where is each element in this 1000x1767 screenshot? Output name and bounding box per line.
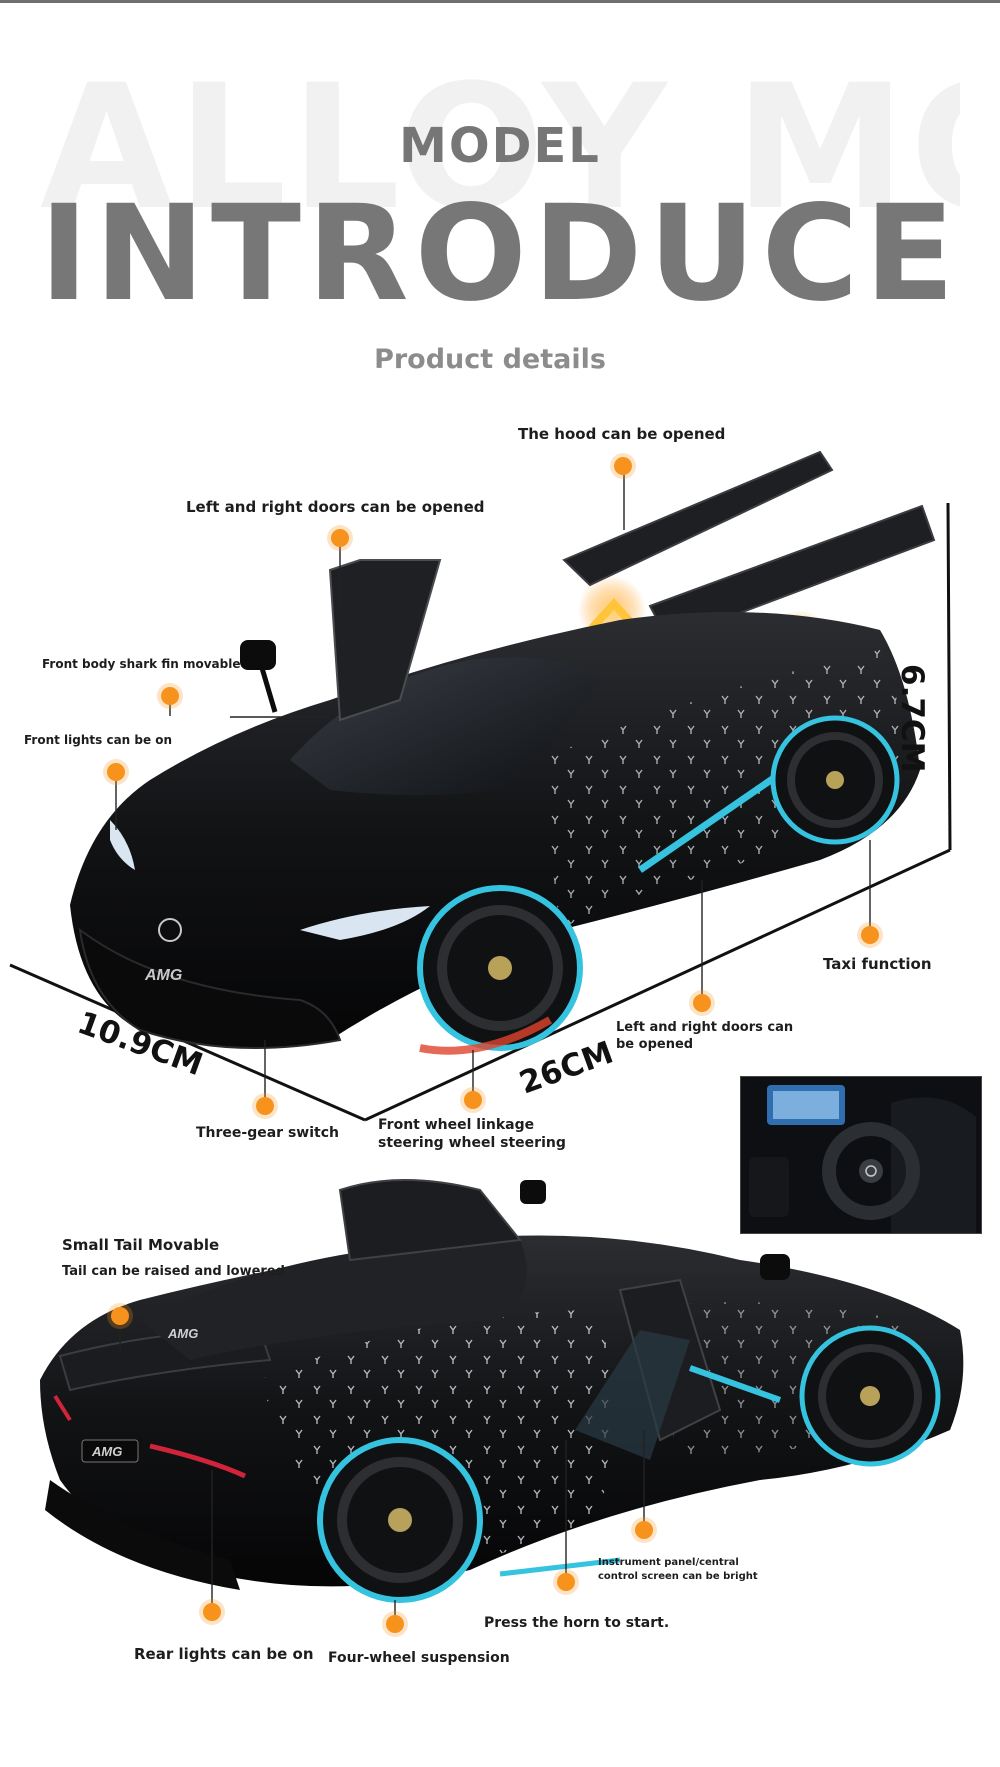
callout-lines <box>115 466 871 1106</box>
callout-dot-instrument <box>635 1521 653 1539</box>
callout-dot-hood <box>614 457 632 475</box>
label-front-wheel: Front wheel linkage steering wheel steer… <box>378 1117 566 1152</box>
svg-text:AMG: AMG <box>144 967 182 984</box>
page-kicker: MODEL <box>399 118 601 174</box>
label-doors-side: Left and right doors can be opened <box>616 1020 794 1052</box>
label-three-gear: Three-gear switch <box>196 1125 339 1141</box>
callout-dot-front-lights <box>107 763 125 781</box>
label-doors-top: Left and right doors can be opened <box>186 498 485 516</box>
callout-dot-horn <box>557 1573 575 1591</box>
label-shark-fin: Front body shark fin movable <box>42 657 241 671</box>
label-suspension: Four-wheel suspension <box>328 1650 510 1666</box>
callout-dot-rear-lights <box>203 1603 221 1621</box>
page-title: INTRODUCE <box>39 177 961 331</box>
callout-dot-doors-side <box>693 994 711 1012</box>
callout-dot-three-gear <box>256 1097 274 1115</box>
label-hood: The hood can be opened <box>518 425 726 443</box>
label-tail-title: Small Tail Movable <box>62 1236 220 1254</box>
watermark-text: ALLOY MODEL <box>40 62 960 222</box>
section-subtitle: Product details <box>374 344 606 375</box>
label-tail-sub: Tail can be raised and lowered <box>62 1264 285 1279</box>
height-dimension: 6.7CM <box>894 664 930 773</box>
dashboard-illustration <box>741 1077 981 1233</box>
svg-text:AMG: AMG <box>91 1444 122 1459</box>
label-front-lights: Front lights can be on <box>24 733 173 747</box>
rear-car: AMG AMG <box>40 1179 964 1603</box>
callout-dot-tail <box>111 1307 129 1325</box>
dashboard-inset <box>740 1076 982 1234</box>
top-rule <box>0 0 1000 3</box>
callout-dot-front-wheel <box>464 1091 482 1109</box>
label-instrument: Instrument panel/central control screen … <box>598 1557 758 1582</box>
callout-dot-suspension <box>386 1615 404 1633</box>
label-rear-lights: Rear lights can be on <box>134 1645 314 1663</box>
svg-text:AMG: AMG <box>167 1326 198 1341</box>
callout-dot-shark-fin <box>161 687 179 705</box>
front-car: AMG <box>70 450 936 1055</box>
label-horn: Press the horn to start. <box>484 1615 670 1631</box>
label-taxi: Taxi function <box>823 955 932 973</box>
callout-dot-doors-top <box>331 529 349 547</box>
callout-dot-taxi <box>861 926 879 944</box>
callout-lines-bottom <box>119 1316 645 1624</box>
